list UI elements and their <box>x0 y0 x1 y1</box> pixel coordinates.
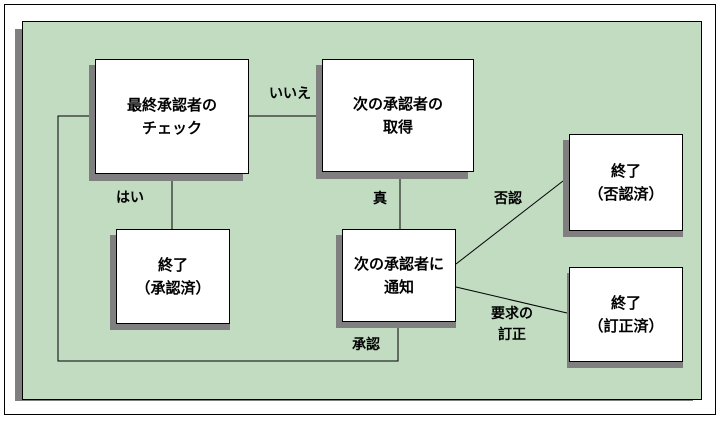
edge-label-no: いいえ <box>269 86 311 102</box>
edge-label-true: 真 <box>373 191 387 207</box>
node-end-approved-box: 終了 （承認済） <box>116 229 230 324</box>
node-notify-box: 次の承認者に 通知 <box>342 229 456 322</box>
edge-correction-line <box>455 286 568 314</box>
node-end-rejected-box: 終了 （否認済） <box>569 134 683 231</box>
edge-rejected-line <box>455 180 564 265</box>
edge-label-rejected: 否認 <box>494 191 522 207</box>
node-final-check-box: 最終承認者の チェック <box>95 59 249 174</box>
node-end-corrected-box: 終了 （訂正済） <box>569 267 683 362</box>
node-next-approver-box: 次の承認者の 取得 <box>322 59 474 172</box>
edge-label-yes: はい <box>116 190 144 206</box>
edge-label-approved: 承認 <box>352 337 380 353</box>
edge-label-correction: 要求の 訂正 <box>491 306 533 343</box>
edge-approved-line <box>57 115 399 362</box>
